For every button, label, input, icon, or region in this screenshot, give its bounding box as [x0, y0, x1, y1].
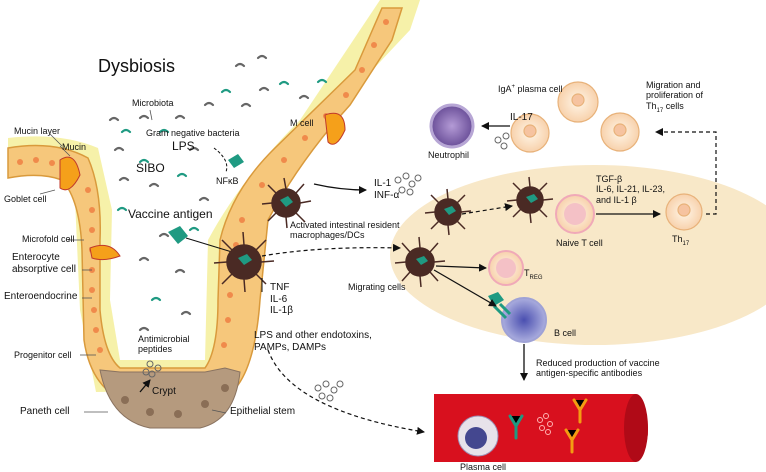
label-iga-plasma: IgA+ plasma cell	[498, 84, 563, 94]
leader-lines	[39, 109, 227, 414]
macrophage-4	[506, 176, 554, 224]
title-dysbiosis: Dysbiosis	[98, 56, 176, 76]
label-treg: TREG	[524, 268, 543, 281]
label-enterocyte: Enterocyte absorptive cell	[12, 252, 76, 275]
label-lps: LPS	[172, 139, 195, 153]
arrow-dc-to-naive	[461, 203, 513, 215]
vaccine-antigen-shape	[168, 226, 188, 244]
b-cell-receptor	[492, 302, 512, 320]
antibodies	[508, 398, 588, 454]
label-b-cell: B cell	[554, 328, 577, 338]
arrow-to-b	[433, 269, 497, 307]
label-microbiota: Microbiota	[132, 98, 174, 108]
bacteria	[108, 54, 328, 332]
mucus-layer	[8, 0, 420, 392]
arrow-to-treg	[435, 263, 487, 272]
macrophage-3	[424, 188, 472, 236]
label-il17: IL-17	[510, 112, 533, 123]
epithelium	[7, 7, 404, 399]
label-activated-macrophages: Activated intestinal resident macrophage…	[290, 220, 400, 241]
cytokine-dots	[142, 132, 510, 402]
label-m-cell: M cell	[290, 118, 314, 128]
m-cell-antigen	[228, 154, 244, 168]
neutrophil-cell	[429, 103, 475, 149]
naive-t-nucleus	[564, 203, 586, 225]
label-gram-negative: Gram negative bacteria	[146, 128, 240, 138]
lymph-node-region	[390, 165, 766, 345]
label-epithelial-stem: Epithelial stem	[230, 406, 296, 417]
label-enteroendocrine: Enteroendocrine	[4, 291, 78, 302]
vaccine-antigen-line	[185, 237, 233, 253]
label-mucin: Mucin	[62, 142, 87, 152]
label-migrating: Migrating cells	[348, 282, 406, 292]
macrophage-2	[213, 231, 275, 293]
label-naive-t: Naive T cell	[556, 238, 603, 248]
label-progenitor: Progenitor cell	[14, 350, 72, 360]
label-lps-other: LPS and other endotoxins, PAMPs, DAMPs	[254, 330, 372, 353]
label-goblet: Goblet cell	[4, 194, 47, 204]
arrow-il1	[313, 183, 367, 194]
label-tgf: TGF-β IL-6, IL-21, IL-23, and IL-1 β	[596, 174, 666, 205]
microfold-cell	[89, 244, 121, 261]
label-migration: Migration and proliferation of Th17 cell…	[646, 80, 704, 114]
label-crypt: Crypt	[152, 386, 176, 397]
b-cell	[501, 297, 547, 343]
lps-dash	[213, 147, 228, 173]
label-mucin-layer: Mucin layer	[14, 126, 61, 136]
label-il1: IL-1 INF-α	[374, 178, 400, 201]
arrow-endotoxin	[267, 349, 425, 435]
label-sibo: SIBO	[136, 161, 165, 175]
stem-cell-nuclei	[121, 384, 229, 418]
label-plasma: Plasma cell	[460, 462, 507, 472]
label-th17: Th17	[672, 234, 690, 247]
label-vaccine-antigen: Vaccine antigen	[128, 207, 213, 221]
goblet-cell-right	[324, 112, 346, 145]
treg-nucleus	[496, 258, 516, 278]
label-microfold: Microfold cell	[22, 234, 75, 244]
enterocyte-nuclei	[17, 19, 389, 353]
blood-vessel-end	[624, 394, 648, 462]
label-reduced: Reduced production of vaccine antigen-sp…	[536, 358, 660, 379]
label-neutrophil: Neutrophil	[428, 150, 470, 160]
th17-cells-cluster	[510, 81, 703, 231]
label-nfkb: NFκB	[216, 176, 239, 186]
label-tnf: TNF IL-6 IL-1β	[270, 282, 293, 316]
macrophage-1	[261, 177, 312, 229]
plasma-cell-nucleus	[465, 427, 487, 449]
arrow-crypt	[139, 379, 151, 393]
label-paneth: Paneth cell	[20, 406, 70, 417]
vessel-dots	[537, 413, 553, 435]
goblet-cell-left	[59, 156, 81, 191]
arrow-th17-migration	[655, 128, 717, 215]
label-antimicrobial: Antimicrobial peptides	[138, 334, 190, 355]
crypt-base	[99, 367, 241, 429]
macrophage-5	[394, 236, 446, 288]
arrow-to-node	[261, 243, 401, 257]
